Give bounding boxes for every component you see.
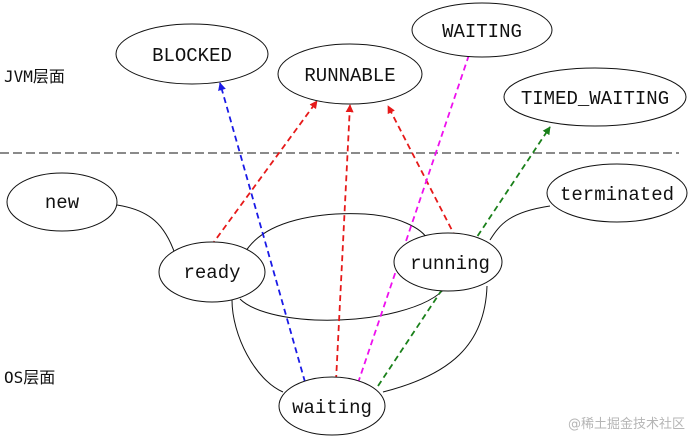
edge-running-terminated	[489, 205, 551, 241]
jvm-state-waiting: WAITING	[411, 2, 553, 58]
edge-ready-running-upper	[242, 213, 429, 257]
edge-running-waiting	[382, 285, 488, 393]
jvm-state-waiting-label: WAITING	[442, 21, 522, 43]
arrow-waiting-to-blocked	[218, 82, 306, 383]
jvm-state-runnable: RUNNABLE	[277, 43, 423, 105]
os-state-terminated: terminated	[546, 163, 688, 223]
jvm-state-blocked: BLOCKED	[115, 23, 269, 85]
os-state-waiting: waiting	[278, 376, 386, 436]
os-state-ready: ready	[158, 241, 266, 303]
edge-running-ready-lower	[239, 285, 448, 321]
jvm-state-runnable-label: RUNNABLE	[304, 65, 395, 87]
edge-new-ready	[116, 204, 176, 255]
jvm-state-timed-waiting-label: TIMED_WAITING	[521, 88, 669, 110]
os-state-running: running	[393, 232, 503, 292]
arrow-running-to-runnable	[387, 105, 457, 239]
jvm-state-blocked-label: BLOCKED	[152, 45, 232, 67]
arrow-ready-to-runnable	[210, 100, 318, 247]
edge-ready-waiting	[231, 299, 284, 393]
os-transitions	[116, 204, 551, 393]
arrow-waiting-to-runnable	[335, 104, 354, 382]
os-state-ready-label: ready	[183, 262, 240, 284]
os-state-new: new	[6, 172, 118, 232]
os-state-terminated-label: terminated	[560, 184, 674, 206]
watermark-text: @稀土掘金技术社区	[568, 416, 685, 432]
os-layer-label: OS层面	[4, 368, 55, 387]
os-state-new-label: new	[45, 192, 80, 214]
os-state-waiting-label: waiting	[292, 397, 372, 419]
jvm-state-timed-waiting: TIMED_WAITING	[503, 67, 687, 127]
os-state-running-label: running	[410, 253, 490, 275]
jvm-layer-label: JVM层面	[4, 67, 65, 86]
